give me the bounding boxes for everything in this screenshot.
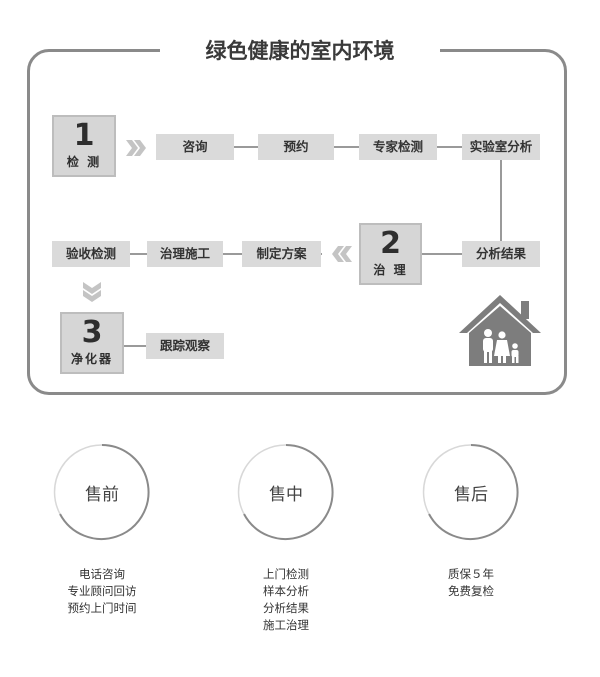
flow-step-appointment: 预约 (258, 134, 334, 160)
flow-step-expert-test: 专家检测 (359, 134, 437, 160)
step-number: 3 (81, 315, 103, 350)
flow-step-lab-analysis: 实验室分析 (462, 134, 540, 160)
chevron-right-icon (126, 140, 146, 156)
phase-circle-aftersale: 售后 (421, 442, 521, 542)
list-item: 样本分析 (263, 584, 309, 598)
flow-step-treatment: 治理施工 (147, 241, 223, 267)
chevron-left-icon (332, 246, 352, 262)
flow-step-plan: 制定方案 (242, 241, 321, 267)
connector-line (156, 146, 530, 148)
list-item: 上门检测 (263, 567, 309, 581)
phase-circle-presale: 售前 (52, 442, 152, 542)
flow-step-analysis-result: 分析结果 (462, 241, 540, 267)
page-title: 绿色健康的室内环境 (160, 36, 440, 66)
phase-circle-insale: 售中 (236, 442, 336, 542)
list-item: 施工治理 (263, 618, 309, 632)
flow-step-tracking: 跟踪观察 (146, 333, 224, 359)
connector-line (124, 345, 146, 347)
list-item: 分析结果 (263, 601, 309, 615)
step-label: 净化器 (70, 352, 113, 366)
flow-step-acceptance-test: 验收检测 (52, 241, 130, 267)
phase-title: 售后 (454, 485, 488, 505)
phase-title: 售前 (85, 485, 119, 505)
flow-step-consult: 咨询 (156, 134, 234, 160)
step-box-2: 2 治 理 (359, 223, 422, 285)
phase-list-insale: 上门检测 样本分析 分析结果 施工治理 (206, 566, 366, 634)
step-box-3: 3 净化器 (60, 312, 124, 374)
step-number: 2 (380, 226, 401, 261)
step-box-1: 1 检 测 (52, 115, 116, 177)
phase-list-presale: 电话咨询 专业顾问回访 预约上门时间 (22, 566, 182, 617)
list-item: 电话咨询 (79, 567, 125, 581)
phase-list-aftersale: 质保５年 免费复检 (391, 566, 551, 600)
phase-title: 售中 (269, 485, 303, 505)
step-label: 检 测 (66, 155, 102, 169)
connector-line (500, 160, 502, 242)
list-item: 质保５年 (448, 567, 494, 581)
chevron-down-icon (83, 282, 101, 302)
list-item: 预约上门时间 (67, 601, 137, 615)
list-item: 免费复检 (448, 584, 494, 598)
step-number: 1 (73, 118, 95, 153)
step-label: 治 理 (373, 263, 408, 277)
house-family-icon (459, 295, 541, 366)
list-item: 专业顾问回访 (67, 584, 137, 598)
connector-line (422, 253, 462, 255)
